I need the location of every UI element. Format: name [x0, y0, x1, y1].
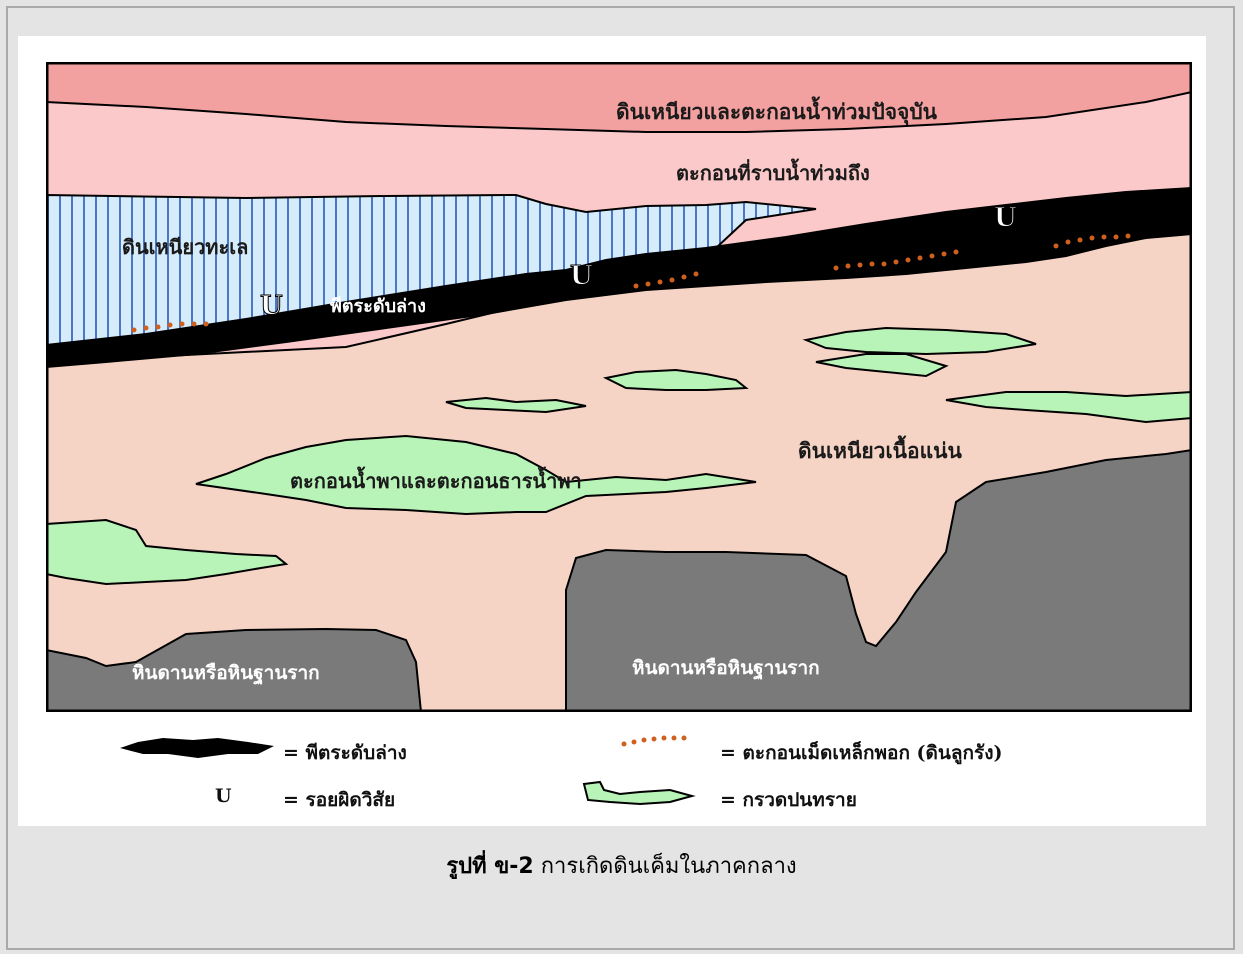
caption-number: รูปที่ ข-2	[446, 854, 533, 879]
label-marine-clay: ดินเหนียวทะเล	[122, 235, 248, 259]
legend-unconformity-symbol: U	[215, 785, 232, 807]
unconformity-symbol: U	[994, 203, 1017, 233]
label-bedrock-left: หินดานหรือหินฐานราก	[132, 662, 320, 686]
label-floodplain-sediment: ตะกอนที่ราบน้ำท่วมถึง	[676, 158, 870, 185]
label-dense-clay: ดินเหนียวเนื้อแน่น	[798, 435, 963, 463]
label-recent-flood-clay: ดินเหนียวและตะกอนน้ำท่วมปัจจุบัน	[616, 96, 938, 126]
label-bedrock-right: หินดานหรือหินฐานราก	[632, 657, 820, 681]
legend-gravel-sand-label: = กรวดปนทราย	[720, 785, 857, 815]
unconformity-symbol: U	[260, 291, 283, 321]
legend-iron-concretions-label: = ตะกอนเม็ดเหล็กพอก (ดินลูกรัง)	[720, 738, 1003, 768]
legend-peat-label: = พีตระดับล่าง	[283, 738, 407, 768]
caption-text: การเกิดดินเค็มในภาคกลาง	[534, 854, 797, 879]
legend-iron-dots-swatch	[618, 730, 698, 750]
legend-peat-swatch	[118, 732, 278, 762]
label-river-sediment: ตะกอนน้ำพาและตะกอนธารน้ำพา	[290, 466, 582, 493]
legend-gravel-swatch	[580, 778, 700, 808]
legend-unconformity-label: = รอยผิดวิสัย	[283, 785, 395, 815]
soil-profile-diagram: ดินเหนียวและตะกอนน้ำท่วมปัจจุบัน ตะกอนที…	[46, 62, 1192, 712]
label-lower-peat: พีตระดับล่าง	[330, 296, 426, 317]
unconformity-symbol: U	[570, 261, 593, 291]
figure-caption: รูปที่ ข-2 การเกิดดินเค็มในภาคกลาง	[0, 848, 1243, 883]
